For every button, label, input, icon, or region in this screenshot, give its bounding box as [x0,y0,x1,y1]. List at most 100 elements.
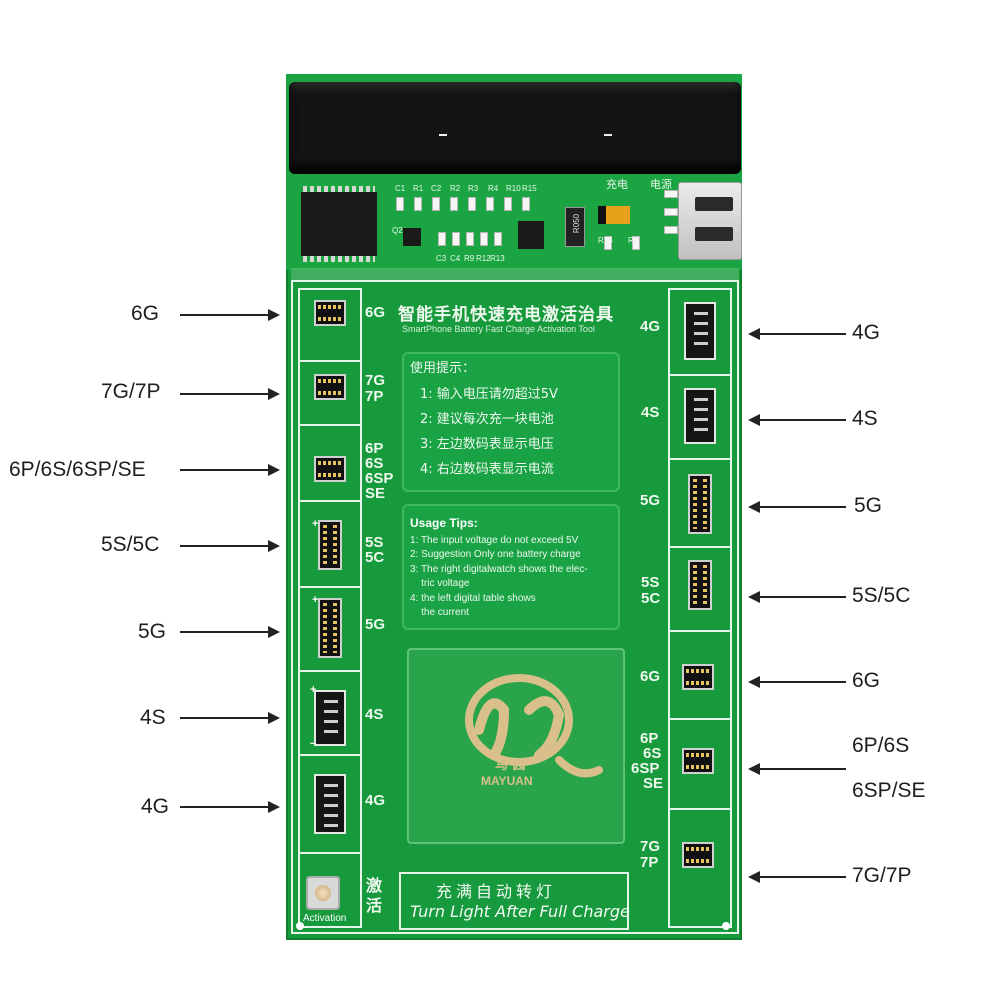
left-slot-label-5c: 5C [365,549,385,566]
right-arrow-5s5c [748,591,846,603]
usage-line-6: the current [410,607,469,618]
left-slot-label-6g: 6G [365,304,386,321]
right-connector-4s [684,388,716,444]
usage-tips-title: Usage Tips: [410,516,478,530]
right-slot-label-5s: 5S [641,574,660,591]
sense-resistor [565,207,585,247]
right-callout-6g: 6G [852,669,881,692]
right-slot-label-5c: 5C [641,590,661,607]
left-arrow-4g [180,801,280,813]
left-slot-label-6p: 6P [365,440,384,457]
silk-r2: R2 [450,184,461,193]
right-arrow-6p6s [748,763,846,775]
right-slot-label-7p: 7P [640,854,659,871]
tips-cn-line-2: 2: 建议每次充一块电池 [420,412,554,427]
right-callout-7g7p: 7G/7P [852,864,912,887]
silk-c3: C3 [436,254,447,263]
left-callout-4g: 4G [141,795,170,818]
left-slot-label-5s: 5S [365,534,384,551]
left-callout-6g: 6G [131,302,160,325]
right-callout-6spse: 6SP/SE [852,779,926,802]
silk-r8: R8 [628,236,639,245]
left-arrow-7g7p [180,388,280,400]
right-slot-label-se: SE [643,775,664,792]
mount-hole-bl [296,922,304,930]
left-slot-label-se: SE [365,485,386,502]
silk-c2: C2 [431,184,442,193]
usage-line-5: 4: the left digital table shows [410,593,536,604]
mount-hole-br [722,922,730,930]
silk-power: 电源 [650,178,672,191]
silk-r14: R14 [598,236,613,245]
usage-line-3: 3: The right digitalwatch shows the elec… [410,564,588,575]
right-slot-label-6s: 6S [643,745,662,762]
left-callout-4s: 4S [140,706,166,729]
full-charge-en: Turn Light After Full Charge [410,902,630,921]
usage-line-1: 1: The input voltage do not exceed 5V [410,535,579,546]
right-slot-label-4s: 4S [641,404,660,421]
right-slot-column [668,288,732,928]
left-slot-label-7g: 7G [365,372,386,389]
right-arrow-7g7p [748,871,846,883]
right-connector-6p6s [682,748,714,774]
left-slot-label-7p: 7P [365,388,384,405]
left-connector-7g7p [314,374,346,400]
right-slot-label-6sp: 6SP [631,760,660,777]
left-arrow-5s5c [180,540,280,552]
right-slot-label-7g: 7G [640,838,661,855]
activation-button[interactable] [306,876,340,910]
silk-r9: R9 [464,254,475,263]
left-slot-label-5g: 5G [365,616,386,633]
silk-r13: R13 [490,254,505,263]
left-connector-4g [314,774,346,834]
right-connector-5g [688,474,712,534]
tips-cn-line-1: 1: 输入电压请勿超过5V [420,387,558,402]
silk-r12: R12 [476,254,491,263]
silk-charge: 充电 [606,178,628,191]
left-connector-5s5c [318,520,342,570]
usage-line-2: 2: Suggestion Only one battery charge [410,549,581,560]
activation-cn-label: 激活 [366,876,383,915]
right-callout-5g: 5G [854,494,883,517]
right-callout-5s5c: 5S/5C [852,584,911,607]
usage-line-4: tric voltage [410,578,470,589]
tantalum-capacitor [598,206,630,224]
board-title-en: SmartPhone Battery Fast Charge Activatio… [402,324,595,334]
left-slot-label-4g: 4G [365,792,386,809]
left-slot-label-6sp: 6SP [365,470,394,487]
left-arrow-4s [180,712,280,724]
right-arrow-4s [748,414,846,426]
silk-r10: R10 [506,184,521,193]
left-callout-7g7p: 7G/7P [101,380,161,403]
slot-panel-outline [291,280,739,934]
right-slot-label-6p: 6P [640,730,659,747]
silk-r3: R3 [468,184,479,193]
left-callout-5g: 5G [138,620,167,643]
right-connector-7g7p [682,842,714,868]
mayuan-logo-icon [465,674,603,778]
left-arrow-6p6s6spse [180,464,280,476]
right-connector-6g [682,664,714,690]
silk-c4: C4 [450,254,461,263]
logo-en: MAYUAN [481,774,533,788]
right-slot-label-5g: 5G [640,492,661,509]
left-slot-column [298,288,362,928]
full-charge-box [399,872,629,930]
usb-port[interactable] [678,182,742,260]
tips-cn-title: 使用提示： [410,361,476,376]
right-slot-label-4g: 4G [640,318,661,335]
right-connector-4g [684,302,716,360]
left-slot-label-6s: 6S [365,455,384,472]
activation-label: Activation [303,913,347,924]
left-connector-4s [314,690,346,746]
usage-tips-box [402,504,620,630]
logo-cn: 马 园 [495,758,526,773]
right-callout-4g: 4G [852,321,881,344]
left-slot-label-4s: 4S [365,706,384,723]
battery-header-connector [289,82,741,174]
right-arrow-5g [748,501,846,513]
ic-chip [301,186,377,262]
left-callout-6p6s6spse: 6P/6S/6SP/SE [9,458,146,481]
silk-r15: R15 [522,184,537,193]
small-ic-1 [518,221,544,249]
